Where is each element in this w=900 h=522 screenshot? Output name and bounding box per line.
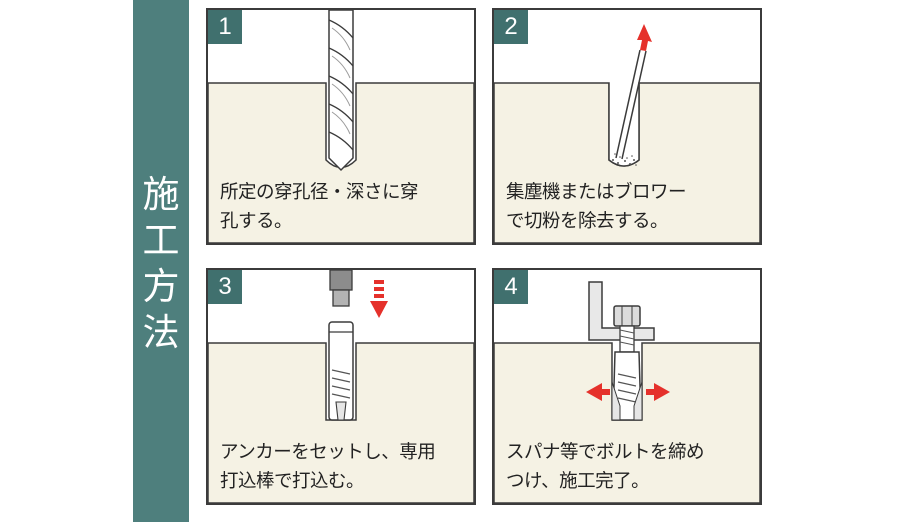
step-number-badge: 1 xyxy=(208,10,242,44)
sidebar: 施 工 方 法 xyxy=(133,0,189,522)
step-panel-1: 1 所定の穿孔径・深さに穿 孔する。 xyxy=(206,8,476,245)
caption-line: アンカーをセットし、専用 xyxy=(220,442,436,463)
step-panel-4: 4 スパナ等でボルトを締め つけ、施工完了。 xyxy=(492,268,762,505)
caption-line: 孔する。 xyxy=(220,211,293,232)
drill-bit-icon xyxy=(208,10,474,243)
step-panel-3: 3 アンカーをセットし、専用 打込棒で打込む。 xyxy=(206,268,476,505)
step-number-badge: 3 xyxy=(208,270,242,304)
sidebar-title: 施 工 方 法 xyxy=(133,172,189,356)
blower-nozzle-icon xyxy=(494,24,760,243)
caption-line: で切粉を除去する。 xyxy=(506,211,669,232)
step-caption: アンカーをセットし、専用 打込棒で打込む。 xyxy=(220,438,470,496)
step-number-badge: 4 xyxy=(494,270,528,304)
sidebar-title-char: 法 xyxy=(142,311,180,354)
step-number-badge: 2 xyxy=(494,10,528,44)
step-caption: スパナ等でボルトを締め つけ、施工完了。 xyxy=(506,438,756,496)
step-caption: 所定の穿孔径・深さに穿 孔する。 xyxy=(220,178,470,236)
sidebar-title-char: 工 xyxy=(142,219,180,262)
sidebar-title-char: 施 xyxy=(142,173,180,216)
caption-line: 所定の穿孔径・深さに穿 xyxy=(220,182,419,203)
caption-line: つけ、施工完了。 xyxy=(506,471,650,492)
anchor-insert-icon xyxy=(208,270,474,503)
bolt-tighten-icon xyxy=(494,281,760,503)
sidebar-title-char: 方 xyxy=(142,265,180,308)
step-panel-2: 2 集塵機またはブロワー で切粉を除去する。 xyxy=(492,8,762,245)
caption-line: 打込棒で打込む。 xyxy=(220,471,365,492)
caption-line: スパナ等でボルトを締め xyxy=(506,442,705,463)
caption-line: 集塵機またはブロワー xyxy=(506,182,687,203)
step-caption: 集塵機またはブロワー で切粉を除去する。 xyxy=(506,178,756,236)
